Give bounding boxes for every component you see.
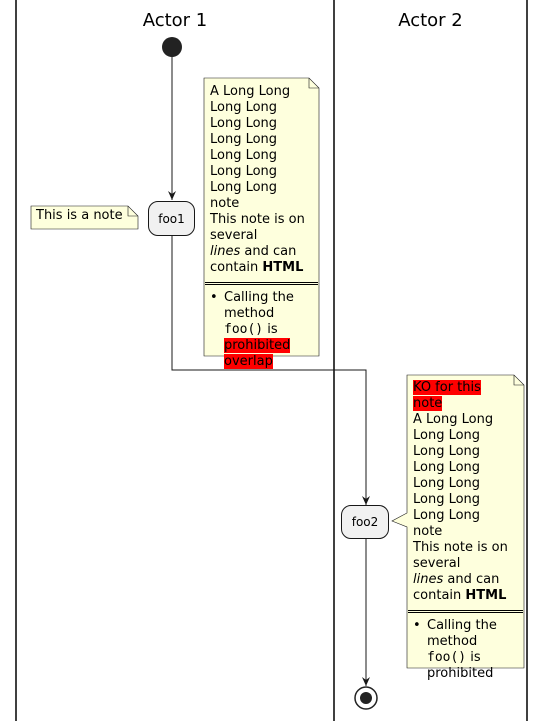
note-foo2-line: Long Long — [413, 508, 481, 523]
note-foo2-fold — [513, 375, 524, 386]
action-foo1: foo1 — [148, 201, 195, 236]
note-right-line: foo() is — [224, 322, 294, 338]
note-right-line: Long Long — [210, 116, 278, 131]
note-right-line: prohibited — [224, 338, 294, 354]
note-right-line: contain HTML — [210, 260, 313, 276]
note-right-fold — [308, 78, 319, 89]
note-foo2-line: This note is on — [413, 540, 508, 555]
note-foo2-text: is — [466, 650, 481, 665]
note-left-outline — [30, 205, 139, 230]
bullet-icon: • — [413, 618, 421, 633]
note-foo2: KO for this note A Long Long Long Long L… — [408, 380, 523, 682]
note-foo2-bold: HTML — [465, 588, 507, 603]
action-foo2: foo2 — [341, 505, 389, 539]
note-foo2-line: note — [413, 524, 443, 539]
note-right-text: is — [263, 322, 278, 337]
note-foo2-line: foo() is — [427, 650, 497, 666]
note-foo2-bullet: • Calling the method foo() is prohibited — [413, 618, 518, 682]
end-node-outer — [354, 686, 378, 710]
note-foo2-line: Calling the — [427, 618, 497, 633]
note-right-line: This note is on — [210, 212, 305, 227]
note-right-highlight: prohibited — [224, 338, 291, 353]
end-node-inner — [360, 692, 372, 704]
note-right-line: Long Long — [210, 100, 278, 115]
note-foo2-italic: lines — [413, 572, 444, 587]
note-right-separator — [205, 282, 318, 285]
note-foo2-line: Long Long — [413, 428, 481, 443]
note-right-line: several — [210, 228, 258, 243]
start-node — [162, 37, 182, 57]
note-left-text: This is a note — [36, 208, 123, 223]
note-right-line: Long Long — [210, 132, 278, 147]
note-foo2-line: A Long Long — [413, 412, 494, 427]
note-foo2-line: lines and can — [413, 572, 518, 588]
flow-foo1-to-foo2 — [171, 236, 370, 505]
swimlane-title-actor-1: Actor 1 — [142, 10, 208, 31]
note-foo2-line: note — [413, 396, 518, 412]
note-foo2-line: Long Long — [413, 460, 481, 475]
note-right-bullet: • Calling the method foo() is prohibited… — [210, 290, 313, 370]
swimlane-title-actor-2: Actor 2 — [398, 10, 463, 31]
note-right-text: and can — [240, 244, 297, 259]
note-foo2-outline — [391, 374, 525, 669]
note-foo2-line: Long Long — [413, 492, 481, 507]
note-right-line: Long Long — [210, 164, 278, 179]
note-right-line: lines and can — [210, 244, 313, 260]
note-foo2-line: several — [413, 556, 461, 571]
note-foo2-line: KO for this — [413, 380, 518, 396]
note-foo2-code: foo() — [427, 650, 467, 665]
note-foo2-line: contain HTML — [413, 588, 518, 604]
note-foo2-text: and can — [443, 572, 500, 587]
note-right-line: Long Long — [210, 148, 278, 163]
note-right-text: contain — [210, 260, 263, 275]
note-right-line: method — [224, 306, 275, 321]
note-right-italic: lines — [210, 244, 241, 259]
note-foo2-line: Long Long — [413, 444, 481, 459]
note-right-line: A Long Long — [210, 84, 291, 99]
note-right: A Long Long Long Long Long Long Long Lon… — [205, 84, 318, 370]
note-right-line: Long Long — [210, 180, 278, 195]
note-foo2-highlight: note — [413, 396, 443, 411]
note-right-bold: HTML — [262, 260, 304, 275]
note-right-line: Calling the — [224, 290, 294, 305]
bullet-icon: • — [210, 290, 218, 305]
note-right-code: foo() — [224, 322, 264, 337]
note-foo2-line: method — [427, 634, 478, 649]
note-foo2-highlight: KO for this — [413, 380, 481, 395]
note-foo2-separator — [408, 610, 523, 613]
note-right-outline — [203, 77, 320, 357]
note-right-highlight: overlap — [224, 354, 273, 369]
note-left: This is a note — [32, 207, 136, 228]
note-foo2-line: prohibited — [427, 666, 494, 681]
note-right-line: note — [210, 196, 240, 211]
note-foo2-line: Long Long — [413, 476, 481, 491]
note-right-line: overlap — [224, 354, 294, 370]
note-foo2-text: contain — [413, 588, 466, 603]
note-left-fold — [127, 206, 138, 217]
